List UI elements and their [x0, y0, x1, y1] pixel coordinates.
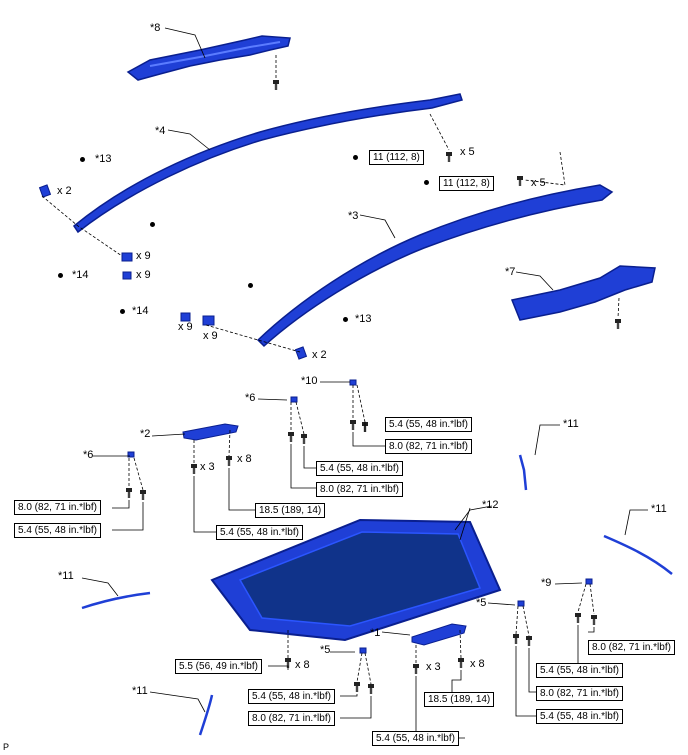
callout-1: *1 [370, 627, 381, 639]
torque-80-6a: 8.0 (82, 71 in.*lbf) [316, 482, 403, 497]
part-3-rail [256, 184, 614, 348]
torque-54-6b: 5.4 (55, 48 in.*lbf) [14, 523, 101, 538]
bullet-11a [353, 155, 358, 160]
bullet-9a [150, 222, 155, 227]
qty-x8-b: x 8 [295, 659, 310, 671]
torque-leaders [112, 422, 595, 739]
callout-2: *2 [140, 428, 151, 440]
callout-13b: *13 [355, 313, 372, 325]
torque-54-5b: 5.4 (55, 48 in.*lbf) [536, 709, 623, 724]
callout-5b: *5 [476, 597, 487, 609]
qty-x3-b: x 3 [426, 661, 441, 673]
qty-x5-b: x 5 [531, 177, 546, 189]
torque-54-6a: 5.4 (55, 48 in.*lbf) [316, 461, 403, 476]
torque-11-a: 11 (112, 8) [369, 150, 424, 165]
qty-x2-b: x 2 [312, 349, 327, 361]
qty-x5-a: x 5 [460, 146, 475, 158]
callout-11a: *11 [563, 418, 579, 430]
part-1-reinforcement [411, 623, 467, 646]
torque-54-5a: 5.4 (55, 48 in.*lbf) [248, 689, 335, 704]
torque-11-b: 11 (112, 8) [439, 176, 494, 191]
part-12-sunroof-housing [210, 518, 502, 642]
bullet-9c [248, 283, 253, 288]
part-2-reinforcement [182, 423, 239, 441]
bullet-13b [343, 317, 348, 322]
dashed-leaders [41, 55, 620, 685]
torque-54-2: 5.4 (55, 48 in.*lbf) [216, 525, 303, 540]
callout-7: *7 [505, 266, 516, 278]
bullet-14b [120, 309, 125, 314]
bullet-11b [424, 180, 429, 185]
qty-x3-a: x 3 [200, 461, 215, 473]
callout-11c: *11 [58, 570, 74, 582]
qty-x9-d: x 9 [203, 330, 218, 342]
callout-4: *4 [155, 125, 166, 137]
qty-x8-a: x 8 [237, 453, 252, 465]
callout-3: *3 [348, 210, 359, 222]
part-7-bracket [510, 265, 656, 321]
torque-80-9: 8.0 (82, 71 in.*lbf) [588, 640, 675, 655]
callout-11b: *11 [651, 503, 667, 515]
callout-14b: *14 [132, 305, 149, 317]
callout-6b: *6 [83, 449, 94, 461]
torque-54-10: 5.4 (55, 48 in.*lbf) [385, 417, 472, 432]
torque-185-2: 18.5 (189, 14) [255, 503, 326, 518]
callout-11d: *11 [132, 685, 148, 697]
bullet-14a [58, 273, 63, 278]
diagram-code: P [3, 742, 10, 752]
qty-x8-c: x 8 [470, 658, 485, 670]
torque-185-1: 18.5 (189, 14) [424, 692, 495, 707]
clips [38, 184, 593, 654]
part-11-drain-hoses [81, 454, 673, 736]
callout-9: *9 [541, 577, 552, 589]
bullet-13a [80, 157, 85, 162]
callout-12: *12 [482, 499, 499, 511]
torque-80-5a: 8.0 (82, 71 in.*lbf) [248, 711, 335, 726]
torque-80-5b: 8.0 (82, 71 in.*lbf) [536, 686, 623, 701]
leader-lines [81, 27, 648, 713]
part-8-bracket [126, 35, 291, 81]
part-4-rail [72, 93, 463, 234]
torque-54-1: 5.4 (55, 48 in.*lbf) [372, 731, 459, 746]
callout-5a: *5 [320, 644, 331, 656]
qty-x2-a: x 2 [57, 185, 72, 197]
torque-80-10: 8.0 (82, 71 in.*lbf) [385, 439, 472, 454]
torque-54-9: 5.4 (55, 48 in.*lbf) [536, 663, 623, 678]
qty-x9-c: x 9 [178, 321, 193, 333]
torque-55-12: 5.5 (56, 49 in.*lbf) [175, 659, 262, 674]
callout-13a: *13 [95, 153, 112, 165]
torque-80-6b: 8.0 (82, 71 in.*lbf) [14, 500, 101, 515]
callout-6a: *6 [245, 392, 256, 404]
callout-8: *8 [150, 22, 161, 34]
callout-10: *10 [301, 375, 318, 387]
callout-14a: *14 [72, 269, 89, 281]
qty-x9-b: x 9 [136, 269, 151, 281]
qty-x9-a: x 9 [136, 250, 151, 262]
